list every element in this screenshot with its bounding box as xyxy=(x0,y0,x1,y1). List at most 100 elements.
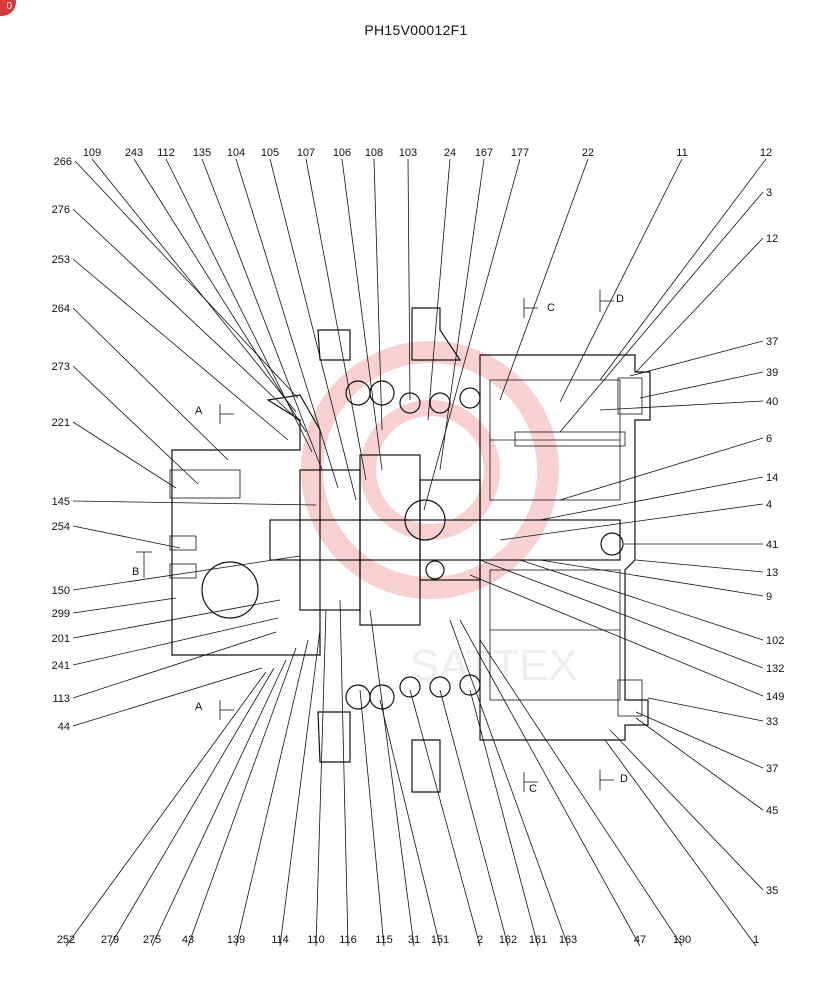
callout-label-110: 110 xyxy=(307,934,325,946)
plug xyxy=(600,532,624,556)
callout-label-201: 201 xyxy=(52,633,70,645)
leader-line-254 xyxy=(72,525,181,549)
callout-label-2: 2 xyxy=(477,934,483,946)
section-mark-B: B xyxy=(132,551,152,578)
leader-line-135 xyxy=(201,158,323,471)
leader-line-276 xyxy=(72,208,299,421)
leader-line-221 xyxy=(72,421,177,489)
leader-line-116 xyxy=(339,599,349,947)
leader-line-6 xyxy=(559,437,764,501)
drawing-title: PH15V00012F1 xyxy=(364,22,468,38)
callout-label-151: 151 xyxy=(431,934,449,946)
leader-line-103 xyxy=(407,158,411,401)
leader-line-12 xyxy=(599,158,767,381)
leader-line-14 xyxy=(539,476,764,521)
callout-label-116: 116 xyxy=(339,934,357,946)
section-mark-C-bottom: C xyxy=(523,772,538,795)
section-letter: B xyxy=(132,566,139,578)
callout-label-299: 299 xyxy=(52,608,70,620)
bearing-ball xyxy=(459,387,481,409)
leader-line-33 xyxy=(647,697,764,722)
leader-line-167 xyxy=(439,158,485,471)
plug xyxy=(169,563,197,579)
leader-line-266 xyxy=(74,160,299,399)
callout-label-39: 39 xyxy=(766,367,778,379)
callout-label-163: 163 xyxy=(559,934,577,946)
callout-label-279: 279 xyxy=(101,934,119,946)
leader-line-161 xyxy=(469,689,539,947)
callout-label-40: 40 xyxy=(766,396,778,408)
callout-label-266: 266 xyxy=(54,156,72,168)
callout-label-105: 105 xyxy=(261,147,279,159)
callout-label-37: 37 xyxy=(766,763,778,775)
bearing-ball xyxy=(369,684,395,710)
callout-label-103: 103 xyxy=(399,147,417,159)
bolt xyxy=(514,431,626,447)
cover-plug xyxy=(617,377,643,415)
section-letter: C xyxy=(547,302,555,314)
callout-label-44: 44 xyxy=(58,721,70,733)
callout-label-114: 114 xyxy=(271,934,289,946)
leader-line-3 xyxy=(559,191,764,433)
leader-line-2 xyxy=(409,689,481,947)
callout-label-109: 109 xyxy=(83,147,101,159)
leader-line-112 xyxy=(165,158,313,453)
planetary-gear-lower xyxy=(489,569,621,701)
callout-label-14: 14 xyxy=(766,472,778,484)
port-bore xyxy=(201,561,259,619)
leader-line-35 xyxy=(609,729,764,891)
callout-label-135: 135 xyxy=(193,147,211,159)
callout-label-3: 3 xyxy=(766,187,772,199)
callout-label-162: 162 xyxy=(499,934,517,946)
callout-label-35: 35 xyxy=(766,885,778,897)
section-mark-A-top: A xyxy=(195,404,234,424)
callout-label-107: 107 xyxy=(297,147,315,159)
callout-label-104: 104 xyxy=(227,147,245,159)
check-ball xyxy=(425,560,445,580)
callout-label-115: 115 xyxy=(375,934,393,946)
leader-line-177 xyxy=(423,158,521,511)
section-letter: A xyxy=(195,405,203,417)
leader-line-104 xyxy=(235,158,339,489)
callout-label-9: 9 xyxy=(766,591,772,603)
motor-assembly xyxy=(169,307,651,793)
badge-text: 0 xyxy=(6,1,12,12)
mounting-flange-top xyxy=(317,307,462,361)
mounting-flange-bottom xyxy=(317,711,441,793)
leader-line-1 xyxy=(604,739,757,947)
leader-line-40 xyxy=(599,400,764,411)
callout-label-252: 252 xyxy=(57,934,75,946)
callout-label-276: 276 xyxy=(52,204,70,216)
callout-label-41: 41 xyxy=(766,539,778,551)
callout-label-139: 139 xyxy=(227,934,245,946)
leader-line-13 xyxy=(635,559,764,573)
leader-line-24 xyxy=(427,158,451,421)
leader-line-115 xyxy=(359,689,385,947)
callout-label-13: 13 xyxy=(766,567,778,579)
callout-label-1: 1 xyxy=(753,934,759,946)
leader-line-163 xyxy=(449,619,569,947)
callout-label-45: 45 xyxy=(766,805,778,817)
leader-line-149 xyxy=(469,574,764,697)
bearing-ball xyxy=(399,676,421,698)
leader-line-37 xyxy=(635,711,764,769)
callout-label-6: 6 xyxy=(766,433,772,445)
section-mark-C-top: C xyxy=(523,298,555,318)
callout-label-253: 253 xyxy=(52,254,70,266)
callout-label-241: 241 xyxy=(52,660,70,672)
leader-line-243 xyxy=(133,158,307,433)
callout-label-273: 273 xyxy=(52,361,70,373)
shaft-housing xyxy=(419,479,481,581)
callout-label-12: 12 xyxy=(766,233,778,245)
bearing-ball xyxy=(429,392,451,414)
leader-line-105 xyxy=(269,158,357,501)
leader-line-264 xyxy=(72,307,229,461)
leader-line-201 xyxy=(72,599,281,639)
leader-line-139 xyxy=(235,639,309,947)
section-mark-D-bottom: D xyxy=(599,770,628,790)
leader-line-252 xyxy=(65,671,267,947)
callout-label-106: 106 xyxy=(333,147,351,159)
callout-label-43: 43 xyxy=(182,934,194,946)
